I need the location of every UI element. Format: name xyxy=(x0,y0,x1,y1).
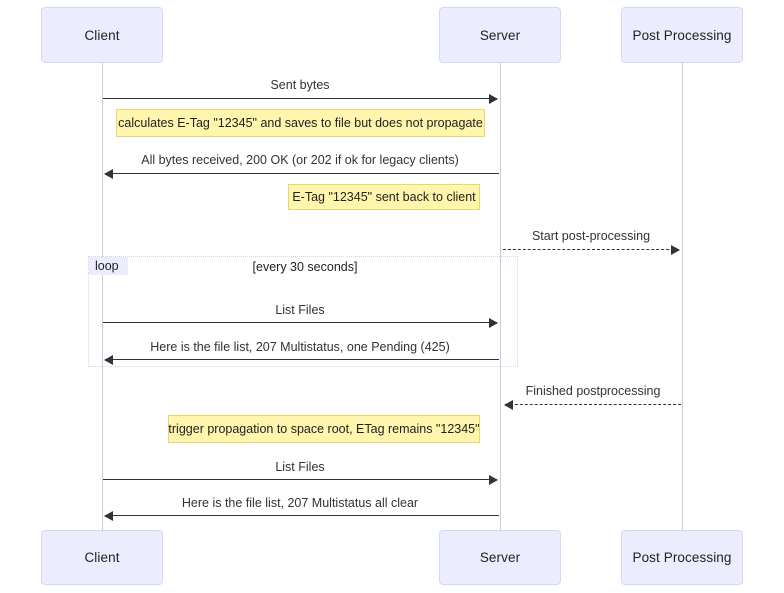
message-arrow-list-files-final xyxy=(103,475,498,485)
message-label-finished-postprocessing: Finished postprocessing xyxy=(504,384,682,398)
message-text: Sent bytes xyxy=(270,78,330,92)
arrowhead-icon xyxy=(104,355,113,365)
message-arrow-finished-postprocessing xyxy=(504,400,681,410)
arrowhead-icon xyxy=(671,245,680,255)
message-arrow-start-post-processing xyxy=(503,245,680,255)
message-arrow-sent-bytes xyxy=(103,94,498,104)
lifeline-client xyxy=(102,63,103,531)
message-label-start-post-processing: Start post-processing xyxy=(502,229,680,243)
message-label-list-files-loop: List Files xyxy=(102,303,498,317)
loop-fragment-title: [every 30 seconds] xyxy=(140,260,470,274)
note-text: E-Tag "12345" sent back to client xyxy=(292,189,476,204)
message-label-file-list-all-clear: Here is the file list, 207 Multistatus a… xyxy=(102,496,498,510)
participant-label: Client xyxy=(84,550,120,565)
message-label-all-bytes-received: All bytes received, 200 OK (or 202 if ok… xyxy=(102,153,498,167)
participant-label: Post Processing xyxy=(632,550,732,565)
participant-post-processing-top[interactable]: Post Processing xyxy=(621,7,743,63)
note-etag-sent-back: E-Tag "12345" sent back to client xyxy=(288,184,480,210)
arrowhead-icon xyxy=(104,511,113,521)
loop-tag-label: loop xyxy=(95,259,119,273)
message-text: List Files xyxy=(275,460,325,474)
arrowhead-icon xyxy=(504,400,513,410)
message-text: Start post-processing xyxy=(531,229,651,243)
participant-label: Server xyxy=(479,550,521,565)
message-arrow-file-list-pending xyxy=(104,355,499,365)
message-arrow-file-list-all-clear xyxy=(104,511,499,521)
arrowhead-icon xyxy=(104,169,113,179)
arrowhead-icon xyxy=(489,475,498,485)
message-arrow-list-files-loop xyxy=(103,318,498,328)
participant-label: Client xyxy=(84,27,120,43)
message-label-sent-bytes: Sent bytes xyxy=(102,78,498,92)
message-label-list-files-final: List Files xyxy=(102,460,498,474)
loop-fragment xyxy=(88,256,518,367)
note-text: calculates E-Tag "12345" and saves to fi… xyxy=(118,115,483,130)
lifeline-server xyxy=(500,63,501,531)
participant-post-processing-bottom[interactable]: Post Processing xyxy=(621,530,743,585)
note-calculates-etag: calculates E-Tag "12345" and saves to fi… xyxy=(116,109,485,137)
note-text: trigger propagation to space root, ETag … xyxy=(168,421,480,436)
lifeline-post-processing xyxy=(682,63,683,531)
loop-fragment-tag: loop xyxy=(89,257,128,275)
message-text: Finished postprocessing xyxy=(525,384,661,398)
message-text: List Files xyxy=(275,303,325,317)
arrowhead-icon xyxy=(489,94,498,104)
participant-server-bottom[interactable]: Server xyxy=(439,530,561,585)
message-text: Here is the file list, 207 Multistatus a… xyxy=(181,496,419,510)
participant-client-top[interactable]: Client xyxy=(41,7,163,63)
participant-label: Server xyxy=(479,27,521,43)
message-arrow-all-bytes-received xyxy=(104,169,499,179)
participant-label: Post Processing xyxy=(632,27,732,43)
message-label-file-list-pending: Here is the file list, 207 Multistatus, … xyxy=(102,340,498,354)
arrowhead-icon xyxy=(489,318,498,328)
message-text: Here is the file list, 207 Multistatus, … xyxy=(150,340,450,354)
note-trigger-propagation: trigger propagation to space root, ETag … xyxy=(168,415,480,443)
participant-client-bottom[interactable]: Client xyxy=(41,530,163,585)
message-text: All bytes received, 200 OK (or 202 if ok… xyxy=(141,153,459,167)
participant-server-top[interactable]: Server xyxy=(439,7,561,63)
loop-title-label: [every 30 seconds] xyxy=(252,260,358,274)
